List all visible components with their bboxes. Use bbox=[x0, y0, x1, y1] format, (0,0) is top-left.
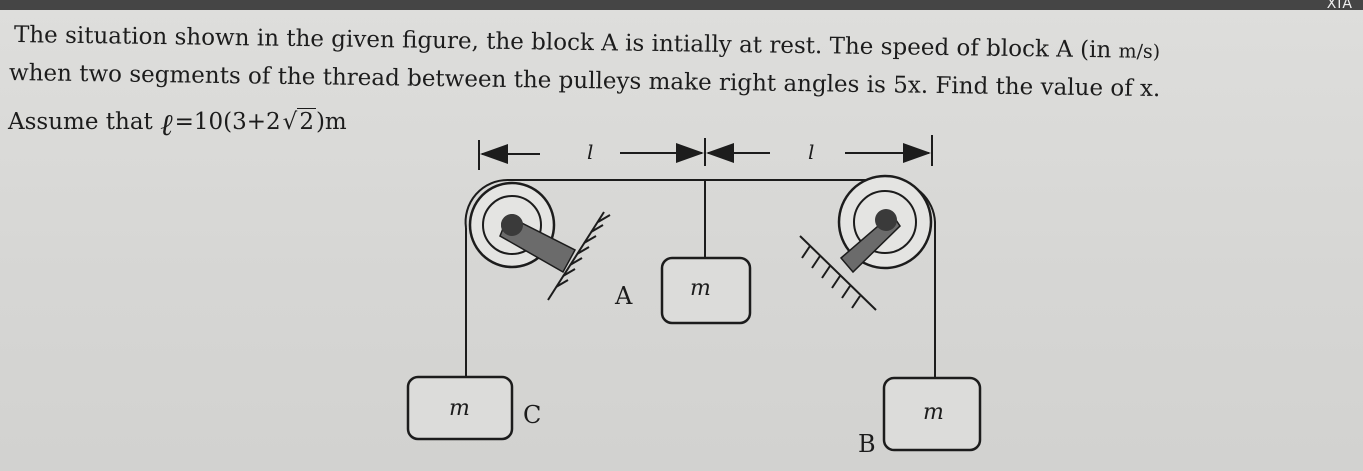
dim-label-right: l bbox=[808, 140, 815, 164]
equation-suffix: )m bbox=[315, 109, 347, 135]
label-B: B bbox=[858, 430, 876, 458]
left-pulley bbox=[468, 181, 577, 274]
label-C: C bbox=[523, 401, 542, 429]
ell-symbol: ℓ bbox=[160, 108, 173, 143]
label-A: A bbox=[615, 282, 633, 310]
header-band bbox=[0, 0, 1363, 10]
dimension-markers bbox=[478, 135, 933, 170]
radicand: 2 bbox=[297, 108, 316, 135]
question-line-3: Assume that ℓ=10(3+2√2)m bbox=[8, 102, 347, 143]
left-wall-support bbox=[547, 211, 611, 301]
dim-label-left: l bbox=[587, 140, 594, 164]
block-B-mass: m bbox=[923, 400, 944, 425]
block-B bbox=[882, 376, 982, 452]
corner-tag: XIA bbox=[1326, 0, 1353, 12]
block-A bbox=[660, 256, 752, 325]
right-wall-support bbox=[799, 235, 877, 311]
sqrt-symbol: √2 bbox=[282, 108, 316, 135]
assume-text: Assume that bbox=[8, 109, 153, 135]
block-C-mass: m bbox=[449, 396, 470, 421]
block-A-mass: m bbox=[690, 276, 711, 301]
block-C bbox=[406, 375, 514, 441]
right-pulley bbox=[837, 174, 933, 274]
equation-text: =10(3+2 bbox=[174, 109, 281, 135]
thread-wrap-left bbox=[464, 178, 509, 229]
